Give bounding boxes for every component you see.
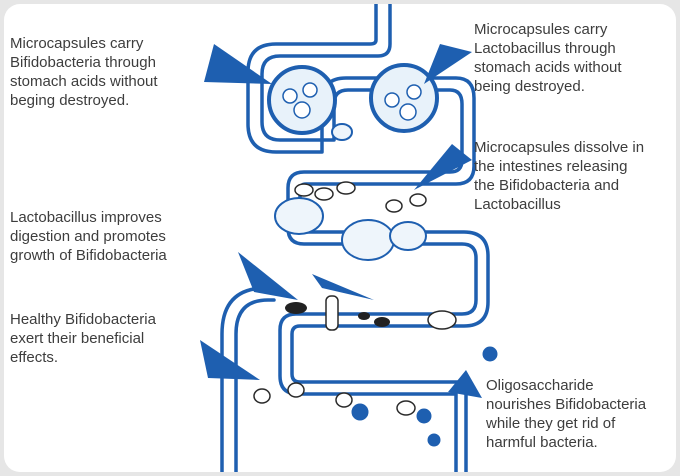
arrow-lacto-improves-2 [312,274,374,300]
label-bifido-carry: Microcapsules carry Bifidobacteria throu… [10,34,158,110]
label-healthy: Healthy Bifidobacteria exert their benef… [10,310,156,367]
arrow-lacto-improves [238,252,298,300]
arrow-bifido-carry [204,44,272,84]
capsule-bifidobacteria [269,67,335,133]
diagram-frame: Microcapsules carry Bifidobacteria throu… [4,4,676,472]
label-lacto-improves: Lactobacillus improves digestion and pro… [10,208,167,265]
arrow-healthy [200,340,260,380]
label-lacto-carry: Microcapsules carry Lactobacillus throug… [474,20,622,96]
pointer-arrows [200,44,482,398]
label-dissolve: Microcapsules dissolve in the intestines… [474,138,644,214]
capsule-lactobacillus [371,65,437,131]
label-oligo: Oligosaccharide nourishes Bifidobacteria… [486,376,646,452]
